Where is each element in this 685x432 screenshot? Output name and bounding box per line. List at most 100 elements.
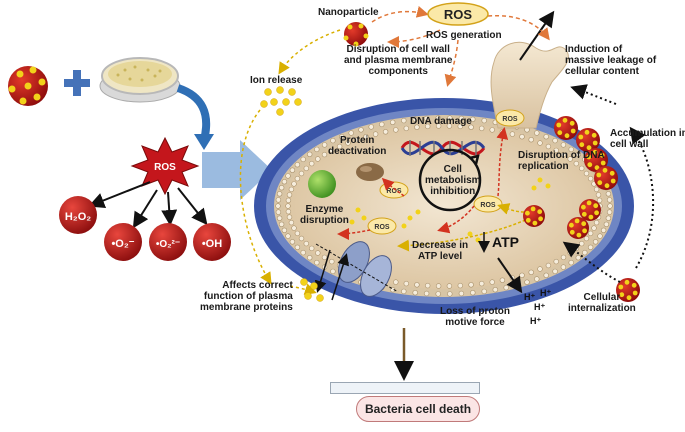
- membrane-bead: [592, 239, 599, 245]
- label-metabolism: Cell metabolism inhibition: [425, 164, 481, 197]
- ros-star-label: ROS: [154, 162, 176, 173]
- label-metabolism-1: Cell: [443, 164, 462, 175]
- membrane-bead: [281, 227, 288, 234]
- membrane-bead: [288, 219, 295, 226]
- label-dna-replication-1: Disruption of DNA: [518, 150, 605, 161]
- dna-helix: [400, 140, 486, 156]
- label-disruption-wall-2: and plasma membrane: [344, 55, 453, 66]
- membrane-bead: [489, 127, 495, 133]
- membrane-bead: [291, 181, 297, 187]
- membrane-bead: [567, 156, 573, 162]
- membrane-bead: [294, 244, 301, 251]
- ros-chip-3: ROS: [473, 195, 503, 213]
- membrane-bead: [578, 240, 585, 247]
- curved-blue-arrowhead: [194, 134, 214, 150]
- label-protein-deactivation-2: deactivation: [328, 146, 387, 157]
- membrane-bead: [468, 282, 474, 288]
- curved-blue-arrow: [176, 84, 211, 141]
- h-plus-1: H⁺: [524, 292, 535, 302]
- enzyme-icon: [308, 170, 336, 198]
- membrane-bead: [603, 221, 610, 228]
- label-atp-decrease-1: Decrease in: [412, 240, 469, 251]
- membrane-bead: [596, 197, 603, 204]
- label-metabolism-3: inhibition: [430, 186, 476, 197]
- membrane-bead: [468, 124, 474, 130]
- membrane-bead: [414, 282, 420, 288]
- metabolism-cycle-icon: [418, 148, 482, 212]
- membrane-bead: [414, 124, 420, 130]
- species-hydroxyl: •OH: [193, 223, 231, 261]
- nanoparticle-icon: [523, 205, 545, 227]
- membrane-bead: [291, 225, 297, 231]
- proton-arrow: [497, 257, 523, 294]
- membrane-bead: [568, 146, 574, 153]
- membrane-bead: [285, 208, 292, 215]
- bacteria-cell-death-box: Bacteria cell death: [356, 396, 480, 422]
- label-enzyme-disruption-1: Enzyme: [305, 204, 344, 215]
- membrane-bead: [568, 259, 574, 266]
- membrane-bead: [321, 254, 328, 261]
- atp-label: ATP: [492, 234, 519, 250]
- leakage-plume: [490, 10, 569, 129]
- membrane-bead: [401, 117, 407, 124]
- membrane-bead: [285, 233, 291, 239]
- membrane-bead: [401, 288, 407, 295]
- label-disruption-wall: Disruption of cell wall and plasma membr…: [344, 44, 452, 77]
- membrane-bead: [278, 185, 285, 191]
- label-protein-deactivation-1: Protein: [339, 135, 375, 146]
- label-accumulation-2: cell wall: [610, 139, 649, 150]
- nanoparticle-icon: [616, 278, 640, 302]
- svg-text:ROS: ROS: [374, 224, 390, 231]
- label-leakage: Induction of massive leakage of cellular…: [565, 44, 656, 77]
- membrane-bead: [329, 258, 335, 265]
- nanoparticle-icon-top: [343, 22, 369, 47]
- nanoparticles-right: [523, 116, 640, 302]
- membrane-bead: [575, 151, 581, 158]
- membrane-bead: [553, 147, 559, 154]
- membrane-bead: [481, 117, 487, 124]
- membrane-bead: [543, 272, 549, 278]
- label-dna-replication-2: replication: [518, 161, 569, 172]
- svg-text:ROS: ROS: [480, 202, 496, 209]
- membrane-bead: [289, 239, 296, 245]
- label-internalization-1: Cellular: [583, 292, 621, 303]
- membrane-bead: [457, 282, 463, 289]
- label-protein-deactivation: Protein deactivation: [328, 135, 386, 157]
- membrane-bead: [457, 123, 463, 130]
- nanoparticle-icon-left: [8, 66, 48, 106]
- membrane-bead: [278, 221, 285, 228]
- label-ros-generation: ROS generation: [426, 30, 502, 41]
- membrane-bead: [412, 290, 418, 296]
- membrane-bead: [567, 250, 573, 256]
- membrane-bead: [560, 254, 567, 261]
- membrane-bead: [294, 162, 301, 168]
- ion-release-dots: [260, 86, 302, 116]
- membrane-bead: [321, 151, 328, 158]
- internal-yellow-arrows: [397, 203, 531, 252]
- ion-dots-inside: [349, 177, 551, 243]
- membrane-bead: [587, 244, 594, 251]
- membrane-bead: [336, 143, 343, 150]
- ros-chip-4: ROS: [495, 109, 525, 127]
- membrane-bead: [309, 245, 315, 252]
- internalization-arrows: [562, 84, 655, 283]
- membrane-bead: [524, 279, 530, 285]
- label-leakage-3: cellular content: [565, 66, 639, 77]
- membrane-bead: [298, 235, 305, 242]
- membrane-bead: [286, 192, 293, 198]
- membrane-bead: [390, 119, 396, 126]
- membrane-bead: [503, 284, 509, 291]
- membrane-bead: [605, 215, 612, 221]
- label-proton-1: Loss of proton: [440, 306, 510, 317]
- membrane-bead: [300, 156, 306, 163]
- membrane-bead: [275, 197, 282, 203]
- label-enzyme-disruption-2: disruption: [300, 215, 349, 226]
- membrane-bead: [446, 123, 453, 129]
- plus-icon: [64, 70, 90, 96]
- membrane-bead: [543, 134, 549, 140]
- membrane-bead: [607, 203, 613, 209]
- ros-capsule: ROS: [427, 2, 489, 26]
- membrane-bead: [575, 255, 581, 261]
- label-ion-release: Ion release: [250, 75, 303, 86]
